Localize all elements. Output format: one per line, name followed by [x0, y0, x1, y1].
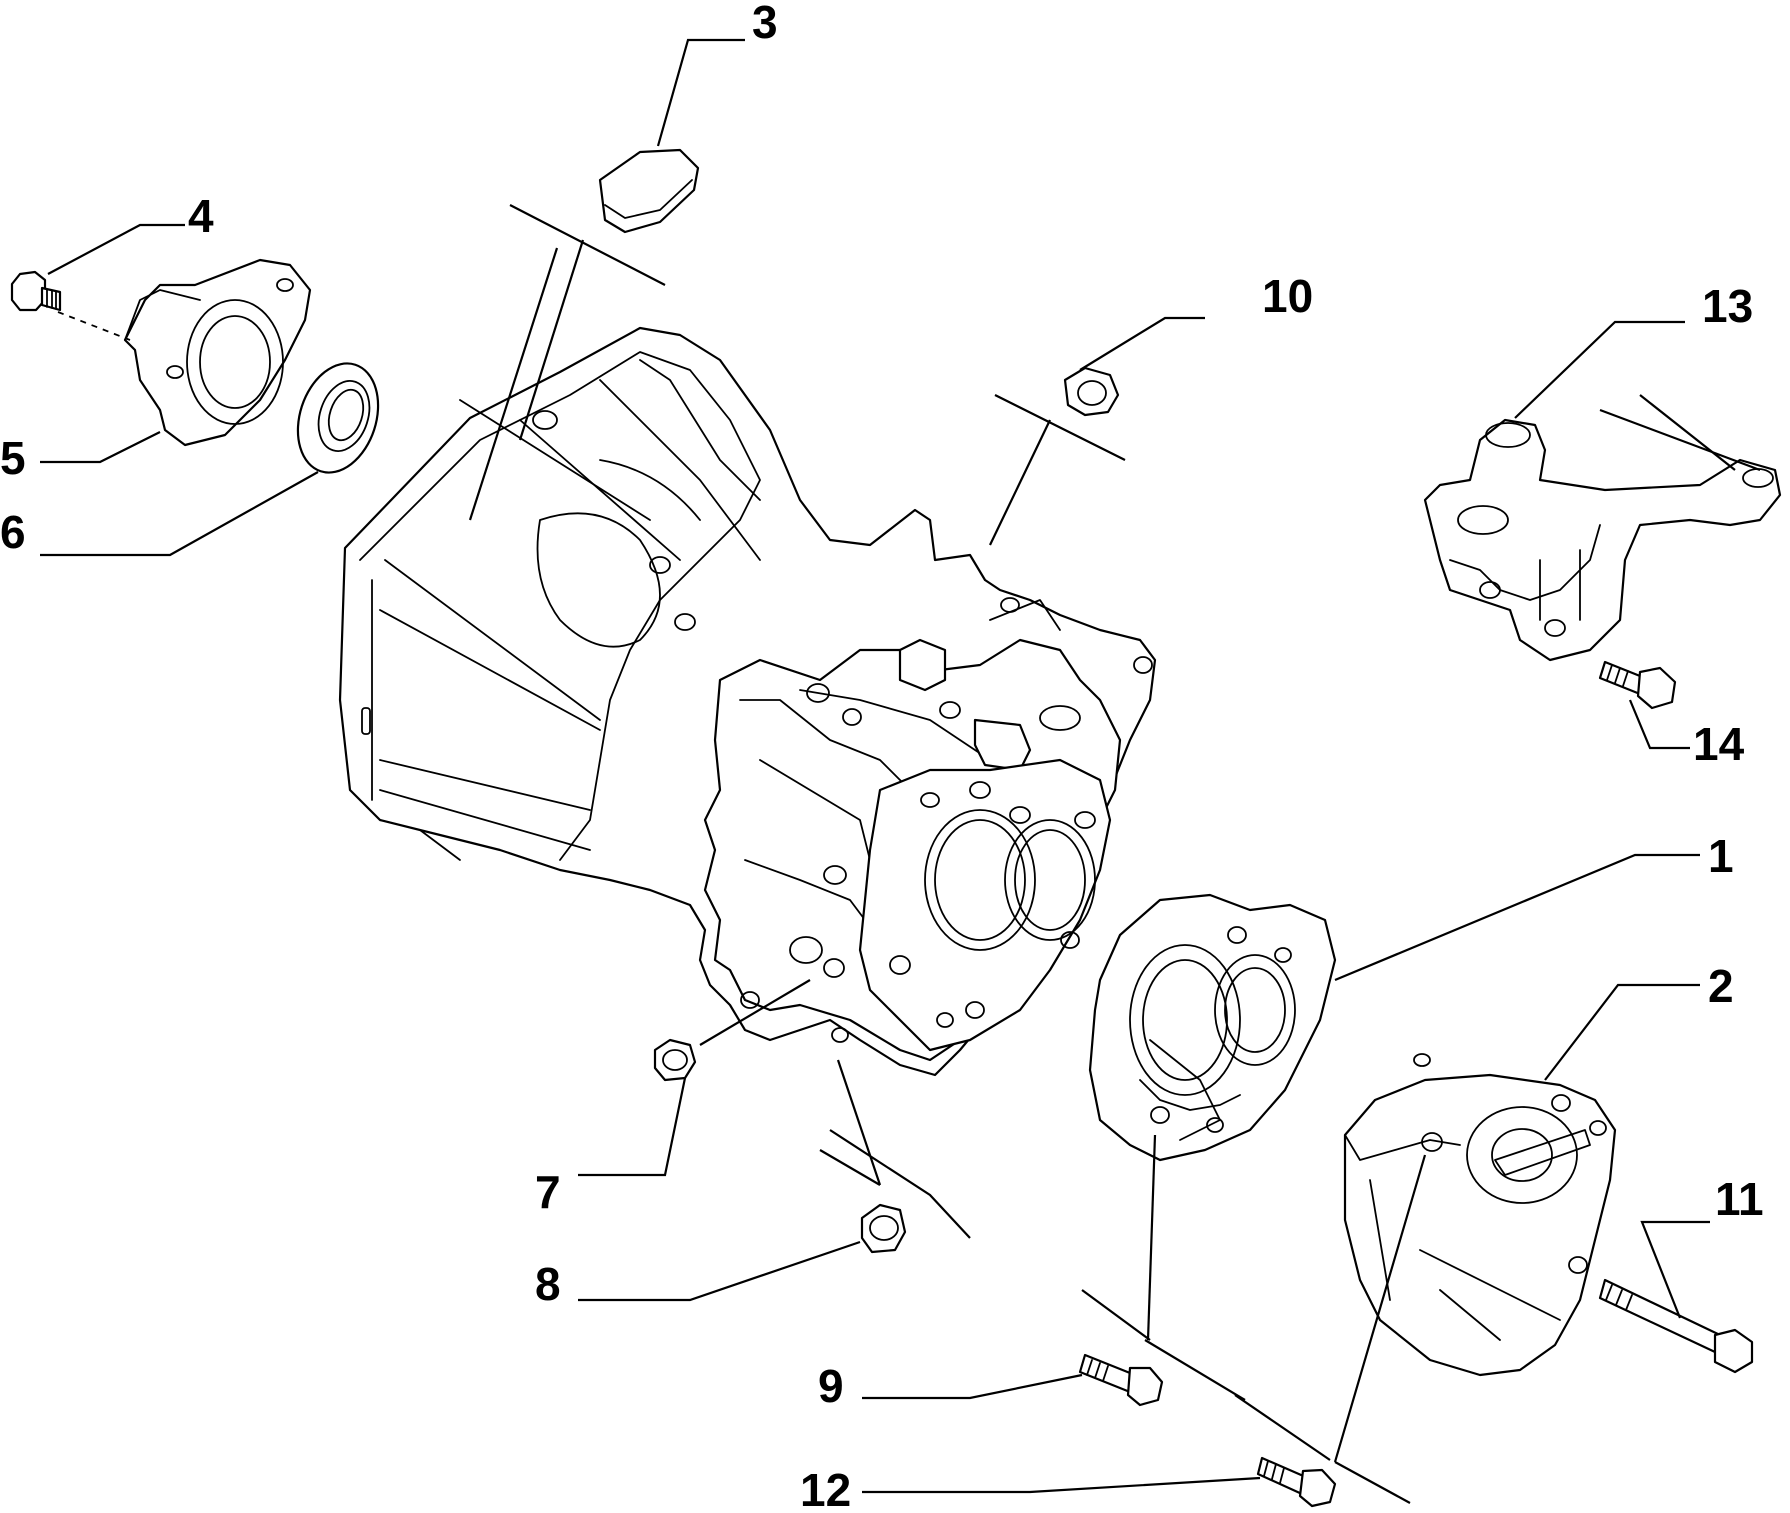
callout-14: 14 — [1693, 718, 1745, 770]
callout-12: 12 — [800, 1464, 851, 1513]
housing-cover-part-2 — [1343, 1053, 1617, 1377]
callout-3: 3 — [752, 0, 778, 48]
bolt-part-4 — [10, 270, 62, 312]
bolt-part-12 — [1256, 1456, 1337, 1508]
gearbox-housing — [338, 326, 1157, 1077]
callout-7: 7 — [535, 1166, 561, 1218]
bolt-part-9 — [1078, 1353, 1164, 1407]
mount-bracket-part-13 — [1423, 418, 1782, 662]
bolt-part-14 — [1598, 660, 1677, 710]
plug-part-10 — [1063, 366, 1120, 417]
leader-lines — [40, 38, 1761, 1504]
end-cover-plate-part-1 — [1088, 893, 1337, 1162]
rubber-pad-part-3 — [598, 148, 700, 234]
callout-5: 5 — [0, 432, 26, 484]
plug-part-8 — [860, 1203, 907, 1254]
callout-11: 11 — [1715, 1173, 1764, 1225]
callout-2: 2 — [1708, 960, 1734, 1012]
callout-6: 6 — [0, 506, 26, 558]
callout-4: 4 — [188, 190, 214, 242]
callout-8: 8 — [535, 1258, 561, 1310]
seal-ring-part-6 — [296, 362, 380, 474]
callout-1: 1 — [1708, 830, 1734, 882]
plug-part-7 — [653, 1038, 697, 1082]
long-bolt-part-11 — [1598, 1278, 1754, 1374]
callout-13: 13 — [1702, 280, 1753, 332]
bearing-flange-part-5 — [123, 258, 312, 447]
callout-10: 10 — [1262, 270, 1313, 322]
axis-dashed-line — [57, 311, 131, 341]
callout-9: 9 — [818, 1360, 844, 1412]
